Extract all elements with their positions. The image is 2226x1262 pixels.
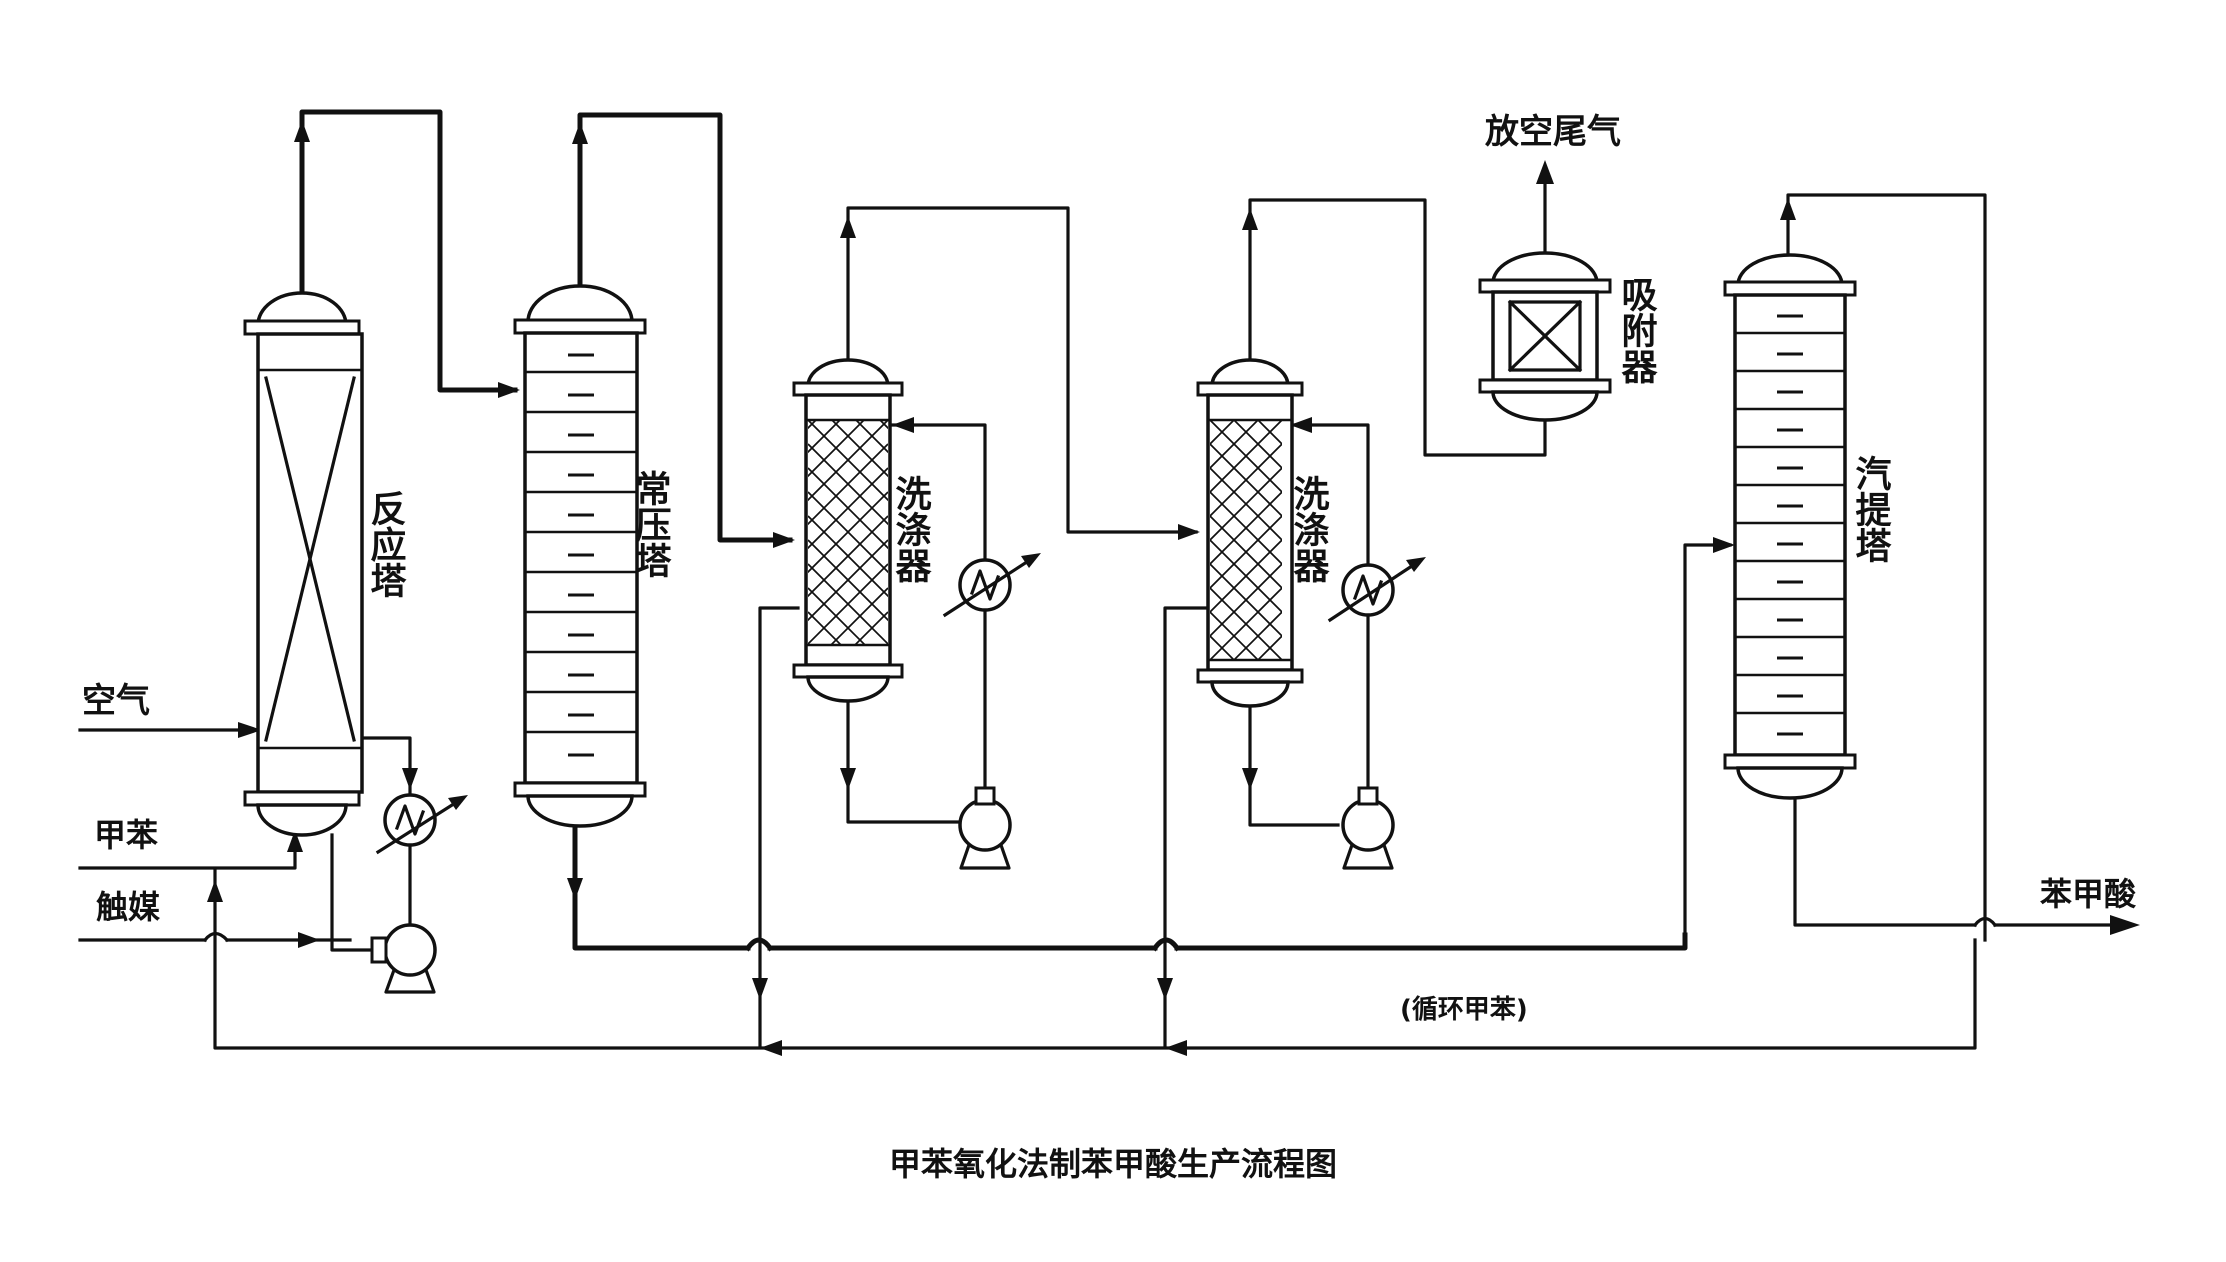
arrow-washer1-return bbox=[892, 417, 914, 433]
label-washer-1: 洗涤器 bbox=[890, 475, 932, 583]
atm-tower-trays bbox=[525, 353, 637, 757]
arrow-into-washer1 bbox=[773, 532, 795, 548]
cooler-washer-1 bbox=[942, 553, 1041, 618]
pump-washer-2 bbox=[1341, 786, 1395, 870]
diagram-title: 甲苯氧化法制苯甲酸生产流程图 bbox=[889, 1145, 1337, 1183]
arrow-recycle-header bbox=[207, 880, 223, 902]
pump-washer-1 bbox=[958, 786, 1012, 870]
pump-reactor bbox=[370, 923, 437, 994]
pipe-crossings bbox=[202, 916, 1998, 952]
label-stripper: 汽提塔 bbox=[1850, 455, 1892, 563]
arrow-into-atm-tower bbox=[498, 382, 520, 398]
stripper-trays bbox=[1735, 314, 1845, 736]
arrow-up-atm-top bbox=[572, 122, 588, 144]
washer-2 bbox=[1196, 358, 1304, 708]
label-recycle: (循环甲苯) bbox=[1400, 995, 1528, 1025]
label-product: 苯甲酸 bbox=[2040, 875, 2137, 913]
label-air: 空气 bbox=[82, 681, 150, 721]
arrow-washer2-bottom-down bbox=[1242, 768, 1258, 790]
arrow-into-washer2 bbox=[1178, 524, 1200, 540]
label-washer-2: 洗涤器 bbox=[1288, 475, 1330, 583]
arrow-washer2-return bbox=[1290, 417, 1312, 433]
arrow-into-stripper bbox=[1713, 537, 1735, 553]
arrow-washer1-bottom-down bbox=[840, 768, 856, 790]
arrow-up-stripper-top bbox=[1780, 198, 1796, 220]
stream-labels: 空气 甲苯 触媒 放空尾气 苯甲酸 (循环甲苯) bbox=[82, 112, 2137, 1025]
washer-1-packing bbox=[808, 420, 888, 645]
arrow-up-washer2-top bbox=[1242, 208, 1258, 230]
arrow-recycle-left-2 bbox=[1165, 1040, 1187, 1056]
label-vent-gas: 放空尾气 bbox=[1485, 112, 1621, 152]
flow-arrows bbox=[207, 120, 2140, 1056]
arrow-up-washer1-top bbox=[840, 216, 856, 238]
adsorber bbox=[1478, 251, 1612, 422]
arrow-recycle-left bbox=[760, 1040, 782, 1056]
label-reactor: 反应塔 bbox=[365, 490, 407, 598]
washer-1 bbox=[792, 358, 904, 703]
atmospheric-tower bbox=[513, 284, 647, 828]
label-toluene: 甲苯 bbox=[94, 816, 158, 854]
cooler-washer-2 bbox=[1327, 557, 1426, 623]
cooler-reactor bbox=[375, 793, 468, 855]
arrow-up-reactor-top bbox=[294, 120, 310, 142]
arrow-air-in bbox=[238, 722, 262, 738]
arrow-vent-up bbox=[1536, 160, 1554, 184]
label-adsorber: 吸附器 bbox=[1616, 276, 1658, 384]
arrow-washer2-draw-down bbox=[1157, 978, 1173, 1000]
washer-2-packing bbox=[1210, 420, 1282, 660]
arrow-atm-bottom-down bbox=[567, 878, 583, 900]
equipment-labels: 反应塔 常压塔 洗涤器 洗涤器 吸附器 汽提塔 bbox=[365, 276, 1892, 598]
arrow-toluene-up bbox=[287, 830, 303, 852]
label-atmospheric-tower: 常压塔 bbox=[630, 470, 672, 578]
label-catalyst: 触媒 bbox=[96, 888, 161, 926]
arrow-catalyst-in bbox=[298, 932, 320, 948]
arrow-reactor-recirc-down bbox=[402, 768, 418, 790]
reactor bbox=[243, 291, 364, 837]
arrow-product-out bbox=[2110, 915, 2140, 935]
piping bbox=[78, 109, 2122, 1050]
arrow-washer1-draw-down bbox=[752, 978, 768, 1000]
stripper bbox=[1723, 253, 1857, 800]
